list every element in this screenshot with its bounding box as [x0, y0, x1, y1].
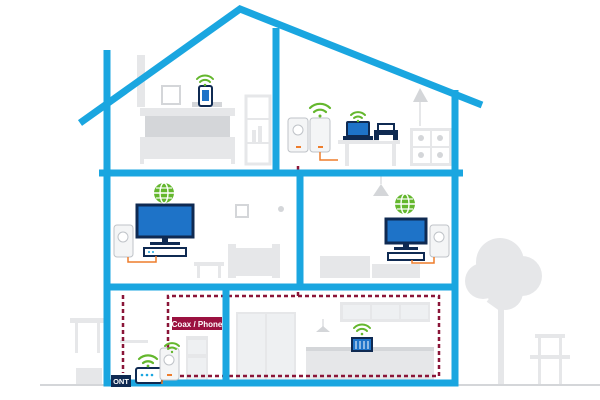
ont-label: ONT [111, 375, 131, 387]
kitchen-device-icon [351, 337, 373, 352]
wifi-adapter-icon [309, 117, 331, 153]
set-top-box-icon [143, 247, 187, 257]
living-room-furniture [194, 204, 284, 278]
globe-icon [154, 182, 174, 204]
coax-phone-label: Coax / Phone [172, 317, 223, 330]
office-furniture [338, 88, 452, 166]
dining-furniture [320, 176, 420, 278]
garden-step [76, 368, 102, 385]
printer-icon [374, 123, 398, 141]
set-top-box-icon [387, 252, 425, 261]
powerline-adapter-icon [113, 224, 134, 258]
garden-bench [530, 334, 570, 384]
router-icon [135, 367, 163, 384]
ont-label-text: ONT [113, 377, 129, 386]
wifi-icon [137, 354, 159, 368]
wifi-icon [350, 111, 366, 123]
tree-icon [465, 238, 542, 385]
wifi-icon [353, 323, 371, 336]
powerline-adapter-icon [159, 347, 180, 381]
garden-fence [70, 318, 105, 353]
tv-icon [384, 217, 428, 250]
ethernet-cable [127, 256, 157, 263]
wifi-icon [308, 102, 332, 118]
wifi-icon [196, 74, 214, 87]
globe-icon [395, 193, 415, 215]
wifi-icon [164, 342, 180, 354]
smartphone-icon [198, 85, 213, 107]
ethernet-cable [319, 152, 338, 161]
powerline-adapter-icon [429, 224, 450, 258]
tv-icon [135, 203, 195, 245]
ethernet-cable [411, 257, 435, 264]
laptop-icon [343, 121, 373, 140]
kitchen-furniture [236, 302, 434, 384]
coax-phone-label-text: Coax / Phone [172, 320, 223, 329]
powerline-adapter-icon [287, 117, 309, 153]
